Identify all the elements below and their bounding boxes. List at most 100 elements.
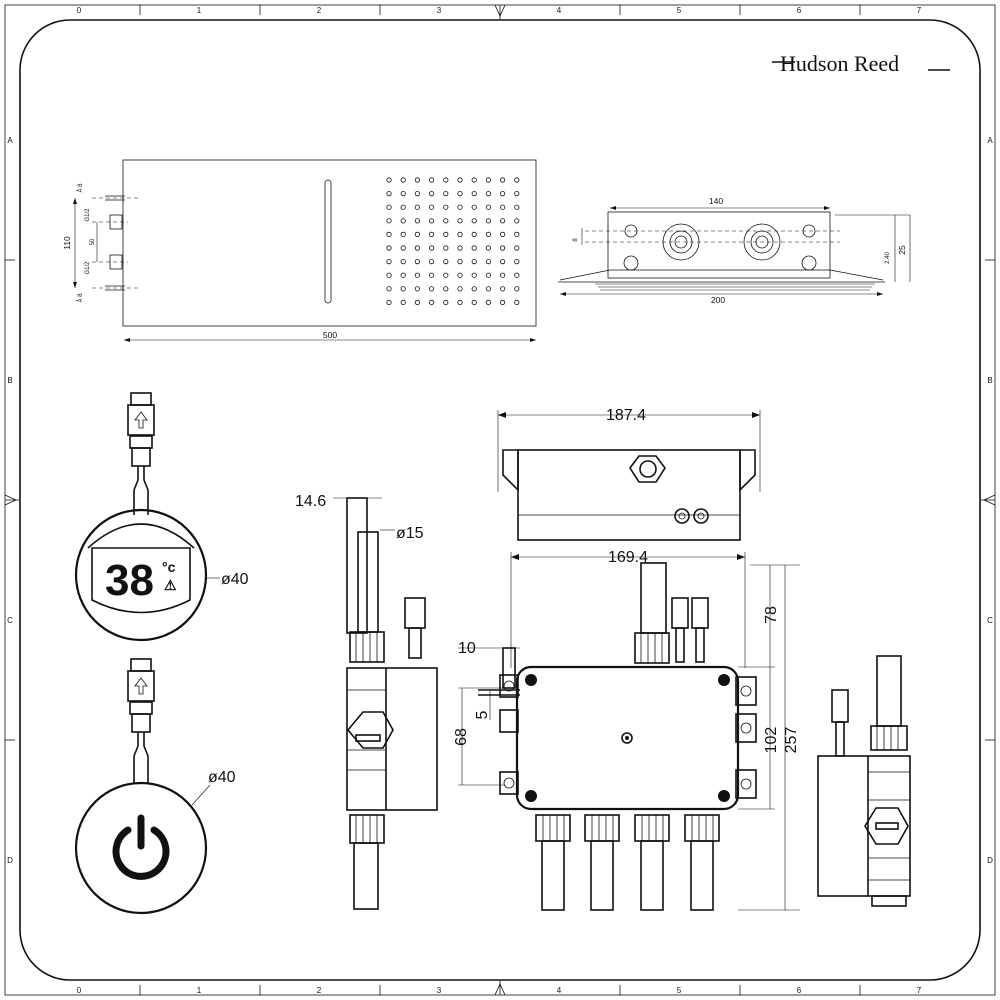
nozzle xyxy=(471,231,477,237)
valve-body xyxy=(515,665,740,811)
sheet-outer-border xyxy=(4,4,996,996)
nozzle xyxy=(471,218,477,224)
nozzle xyxy=(400,299,406,305)
valve-outlet xyxy=(535,814,571,911)
nozzle xyxy=(485,258,491,265)
valve-front-dim-78: 78 xyxy=(763,606,780,624)
grid-right-b: B xyxy=(987,376,992,385)
nozzle xyxy=(414,177,420,183)
label-a8-bottom: Å 8 xyxy=(77,293,84,303)
nozzle xyxy=(400,286,406,292)
nozzle xyxy=(485,286,491,292)
valve-front-dim-102: 102 xyxy=(763,727,780,754)
nozzle xyxy=(514,258,520,265)
nozzle xyxy=(428,258,435,265)
nozzle xyxy=(386,177,392,183)
nozzle xyxy=(471,204,477,210)
valve-outlet xyxy=(684,814,720,911)
nozzle xyxy=(414,231,420,237)
nozzle xyxy=(485,177,491,183)
nozzle xyxy=(485,299,491,305)
nozzle xyxy=(499,231,506,237)
nozzle xyxy=(414,245,420,251)
nozzle xyxy=(471,258,477,265)
grid-right-d: D xyxy=(987,856,993,865)
shower-head-outline xyxy=(122,159,537,327)
grid-top-1: 1 xyxy=(197,6,202,15)
valve-front-dim-68: 68 xyxy=(453,728,470,746)
nozzle xyxy=(514,245,520,251)
nozzle xyxy=(485,272,491,278)
nozzle xyxy=(443,245,449,251)
nozzle xyxy=(443,272,449,278)
label-g12-top: G1/2 xyxy=(85,208,91,222)
nozzle xyxy=(499,272,506,278)
valve-front-dim-5: 5 xyxy=(474,710,491,719)
nozzle xyxy=(414,191,420,197)
shower-head-inlet-spacing: 50 xyxy=(90,238,96,245)
nozzle xyxy=(499,177,506,183)
grid-left-letters: A B C D xyxy=(7,136,13,865)
grid-left-d: D xyxy=(7,856,13,865)
nozzle xyxy=(457,231,463,237)
grid-bottom-3: 3 xyxy=(437,986,442,995)
side-body xyxy=(607,211,831,279)
nozzle xyxy=(428,286,435,292)
nozzle xyxy=(428,272,435,278)
nozzle xyxy=(386,286,392,292)
nozzle xyxy=(386,231,392,237)
controller-diameter: ø40 xyxy=(221,571,249,588)
temperature-controller: 38 °c ⚠ ø40 xyxy=(74,392,249,642)
nozzle xyxy=(443,191,449,197)
nozzle xyxy=(514,299,520,305)
nozzle xyxy=(457,204,463,210)
nozzle xyxy=(428,218,435,224)
grid-right-c: C xyxy=(987,616,993,625)
inlet-right-outer xyxy=(743,223,781,261)
nozzle xyxy=(443,299,449,305)
side-dim-240: 2.40 xyxy=(885,252,891,264)
nozzle xyxy=(400,177,406,183)
grid-bottom-6: 6 xyxy=(797,986,802,995)
power-icon xyxy=(112,826,170,880)
warning-icon: ⚠ xyxy=(164,577,177,593)
nozzle xyxy=(471,191,477,197)
grid-right-a: A xyxy=(987,136,993,145)
nozzle xyxy=(485,204,491,210)
grid-right-letters: A B C D xyxy=(987,136,993,865)
valve-side-dim-146: 14.6 xyxy=(295,493,326,510)
nozzle xyxy=(443,177,449,183)
nozzle xyxy=(414,258,420,265)
grid-bottom-numbers: 0 1 2 3 4 5 6 7 xyxy=(77,986,922,995)
power-button: ø40 xyxy=(74,658,236,915)
shower-head-plan-view: 500 110 50 Å 8 G1/2 G1/2 Å 8 xyxy=(62,159,537,342)
grid-top-numbers: 0 1 2 3 4 5 6 7 xyxy=(77,6,922,15)
nozzle xyxy=(499,299,506,305)
label-g12-bottom: G1/2 xyxy=(85,261,91,275)
nozzle xyxy=(499,191,506,197)
grid-bottom-4: 4 xyxy=(557,986,562,995)
nozzle xyxy=(471,286,477,292)
nozzle xyxy=(414,204,420,210)
grid-left-c: C xyxy=(7,616,13,625)
nozzle xyxy=(514,177,520,183)
grid-top-0: 0 xyxy=(77,6,82,15)
nozzle xyxy=(499,286,506,292)
side-dim-25: 25 xyxy=(897,245,907,255)
nozzle xyxy=(499,258,506,265)
nozzle xyxy=(514,204,520,210)
nozzle xyxy=(485,245,491,251)
nozzle xyxy=(386,204,392,210)
nozzle xyxy=(443,218,449,224)
power-diameter: ø40 xyxy=(208,769,236,786)
nozzle xyxy=(457,272,463,278)
nozzle-grid xyxy=(386,177,520,305)
nozzle xyxy=(428,177,435,183)
grid-top-4: 4 xyxy=(557,6,562,15)
nozzle xyxy=(386,299,392,305)
nozzle xyxy=(514,286,520,292)
nozzle xyxy=(514,231,520,237)
nozzle xyxy=(443,258,449,265)
nozzle xyxy=(400,231,406,237)
